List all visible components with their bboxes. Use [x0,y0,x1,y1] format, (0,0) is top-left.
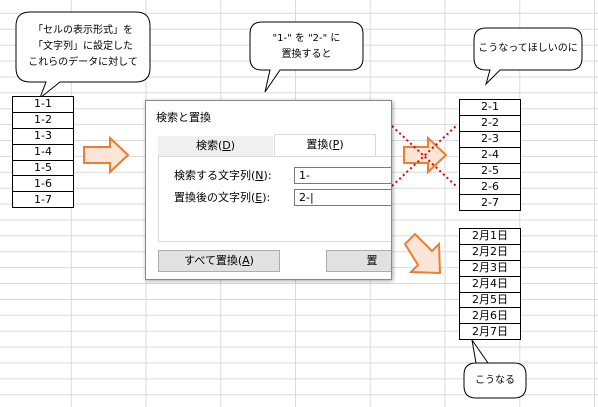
table-row: 2月7日 [459,323,521,341]
bubble-replace-text: "1-" を "2-" に 置換すると [250,24,363,70]
table-row: 1-7 [12,191,74,209]
table-row: 2-3 [459,130,521,148]
cell[interactable]: 2-7 [459,194,521,212]
cell[interactable]: 1-7 [12,191,74,209]
replace-input[interactable]: 2-| [294,189,391,206]
table-row: 2月5日 [459,291,521,309]
table-row: 2-1 [459,99,521,116]
cell[interactable]: 2-3 [459,130,521,148]
cell[interactable]: 2月5日 [459,291,521,309]
table-row: 1-5 [12,159,74,177]
replace-all-button-label: すべて置換(A) [184,254,254,267]
dialog-title: 検索と置換 [156,111,211,124]
find-input[interactable]: 1- [294,167,391,184]
speech-bubble-result [463,339,527,399]
table-row: 2月3日 [459,259,521,277]
cell[interactable]: 2月6日 [459,307,521,325]
cell[interactable]: 2月7日 [459,323,521,341]
table-row: 2-6 [459,178,521,196]
source-cell-range: 1-1 1-2 1-3 1-4 1-5 1-6 1-7 [12,96,74,209]
cell[interactable]: 1-3 [12,127,74,145]
actual-cell-range: 2月1日 2月2日 2月3日 2月4日 2月5日 2月6日 2月7日 [459,228,521,341]
table-row: 2-5 [459,162,521,180]
table-row: 1-4 [12,143,74,161]
cell[interactable]: 2月2日 [459,243,521,261]
table-row: 2月2日 [459,243,521,261]
bubble-replace-line-2: 置換すると [281,49,332,60]
arrow-diagonal [403,232,442,275]
bubble-intro-line-3: これらのデータに対して [28,57,138,68]
cell[interactable]: 2月3日 [459,259,521,277]
bubble-intro-text: 「セルの表示形式」を 「文字列」に設定した これらのデータに対して [16,14,150,80]
tab-replace[interactable]: 置換(P) [274,134,376,157]
replace-button[interactable]: 置 [326,250,391,272]
replace-label: 置換後の文字列(E): [174,191,271,204]
bubble-result-text: こうなる [464,364,526,398]
bubble-intro-line-1: 「セルの表示形式」を [33,25,133,36]
tab-find[interactable]: 検索(D) [158,136,273,156]
table-row: 2月4日 [459,275,521,293]
table-row: 2-7 [459,194,521,212]
table-row: 1-1 [12,96,74,113]
table-row: 1-2 [12,111,74,129]
cell[interactable]: 1-4 [12,143,74,161]
table-row: 1-6 [12,175,74,193]
cell[interactable]: 2月4日 [459,275,521,293]
table-row: 2月1日 [459,228,521,245]
table-row: 2-2 [459,114,521,132]
speech-bubble-intro [15,11,151,100]
bubble-wish-line: こうなってほしいのに [478,43,578,54]
table-row: 2-4 [459,146,521,164]
cell[interactable]: 2月1日 [459,228,521,245]
wanted-cell-range: 2-1 2-2 2-3 2-4 2-5 2-6 2-7 [459,99,521,212]
replace-all-button[interactable]: すべて置換(A) [158,250,280,272]
table-row: 1-3 [12,127,74,145]
tab-replace-label: 置換(P) [306,138,344,151]
cell[interactable]: 2-4 [459,146,521,164]
cell[interactable]: 2-6 [459,178,521,196]
table-row: 2月6日 [459,307,521,325]
cell[interactable]: 2-5 [459,162,521,180]
bubble-replace-line-1: "1-" を "2-" に [272,33,341,44]
find-replace-dialog: 検索と置換 検索(D) 置換(P) 検索する文字列(N): 1- 置換後の文字列… [145,100,392,280]
cell[interactable]: 1-6 [12,175,74,193]
cell[interactable]: 1-5 [12,159,74,177]
bubble-wish-text: こうなってほしいのに [474,28,582,70]
bubble-result-line: こうなる [475,375,515,386]
arrow-right-1 [83,135,130,175]
cell[interactable]: 1-1 [12,96,74,113]
cell[interactable]: 1-2 [12,111,74,129]
tab-find-label: 検索(D) [195,139,236,152]
speech-bubble-wish [473,27,583,86]
speech-bubble-replace-note [249,21,364,93]
find-label: 検索する文字列(N): [174,169,272,182]
bubble-intro-line-2: 「文字列」に設定した [33,41,133,52]
cell[interactable]: 2-1 [459,99,521,116]
cell[interactable]: 2-2 [459,114,521,132]
